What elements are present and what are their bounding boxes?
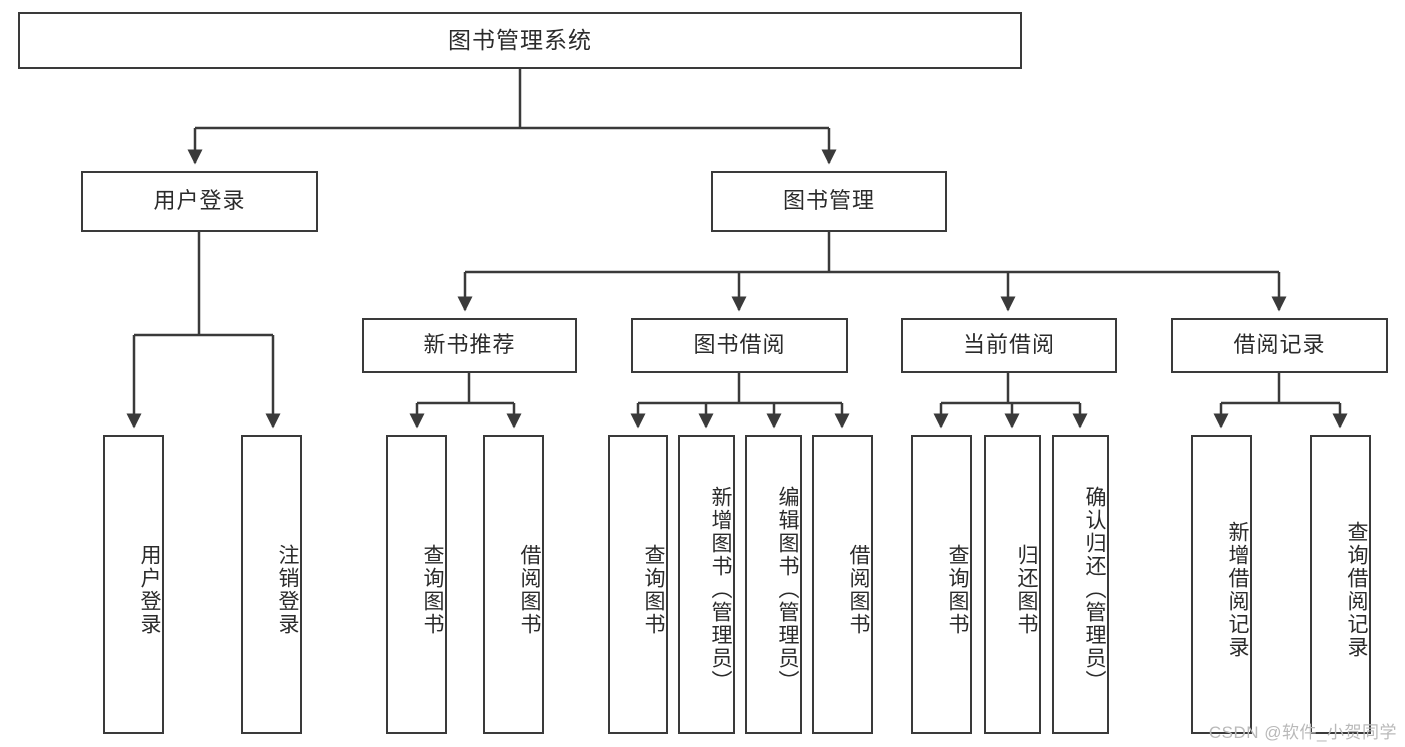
- watermark: CSDN @软件_小贺同学: [1208, 723, 1397, 742]
- node-leaf-borrow-book-1[interactable]: 借阅图书: [483, 435, 544, 734]
- node-leaf-confirm-return[interactable]: 确认归还（管理员）: [1052, 435, 1109, 734]
- node-current-borrow[interactable]: 当前借阅: [901, 318, 1117, 373]
- node-new-book-rec[interactable]: 新书推荐: [362, 318, 577, 373]
- node-root-label: 图书管理系统: [448, 26, 592, 53]
- node-current-borrow-label: 当前借阅: [962, 332, 1055, 358]
- node-leaf-user-login-label: 用户登录: [138, 543, 161, 636]
- node-borrow-record-label: 借阅记录: [1233, 332, 1326, 358]
- node-leaf-query-book-1-label: 查询图书: [421, 543, 444, 636]
- node-leaf-return-book-label: 归还图书: [1015, 543, 1038, 636]
- node-leaf-borrow-book-2[interactable]: 借阅图书: [812, 435, 873, 734]
- node-book-borrow[interactable]: 图书借阅: [631, 318, 848, 373]
- node-leaf-add-record-label: 新增借阅记录: [1226, 520, 1249, 659]
- node-leaf-user-login[interactable]: 用户登录: [103, 435, 164, 734]
- node-root[interactable]: 图书管理系统: [18, 12, 1022, 69]
- node-leaf-user-logout[interactable]: 注销登录: [241, 435, 302, 734]
- node-leaf-edit-book[interactable]: 编辑图书（管理员）: [745, 435, 802, 734]
- node-user-login[interactable]: 用户登录: [81, 171, 318, 232]
- node-book-manage-label: 图书管理: [782, 188, 875, 214]
- node-leaf-query-record-label: 查询借阅记录: [1345, 520, 1368, 659]
- node-leaf-query-record[interactable]: 查询借阅记录: [1310, 435, 1371, 734]
- node-leaf-borrow-book-2-label: 借阅图书: [847, 543, 870, 636]
- node-leaf-query-book-1[interactable]: 查询图书: [386, 435, 447, 734]
- node-leaf-return-book[interactable]: 归还图书: [984, 435, 1041, 734]
- node-leaf-add-book-label: 新增图书（管理员）: [709, 486, 732, 693]
- node-leaf-borrow-book-1-label: 借阅图书: [518, 543, 541, 636]
- node-leaf-add-record[interactable]: 新增借阅记录: [1191, 435, 1252, 734]
- node-leaf-confirm-return-label: 确认归还（管理员）: [1083, 486, 1106, 693]
- node-leaf-query-book-3[interactable]: 查询图书: [911, 435, 972, 734]
- node-leaf-query-book-2-label: 查询图书: [642, 543, 665, 636]
- node-leaf-query-book-2[interactable]: 查询图书: [608, 435, 668, 734]
- node-leaf-add-book[interactable]: 新增图书（管理员）: [678, 435, 735, 734]
- node-leaf-query-book-3-label: 查询图书: [946, 543, 969, 636]
- node-leaf-edit-book-label: 编辑图书（管理员）: [776, 486, 799, 693]
- node-borrow-record[interactable]: 借阅记录: [1171, 318, 1388, 373]
- node-user-login-label: 用户登录: [153, 188, 246, 214]
- node-new-book-rec-label: 新书推荐: [423, 332, 516, 358]
- node-leaf-user-logout-label: 注销登录: [276, 543, 299, 636]
- node-book-manage[interactable]: 图书管理: [711, 171, 947, 232]
- node-book-borrow-label: 图书借阅: [693, 332, 786, 358]
